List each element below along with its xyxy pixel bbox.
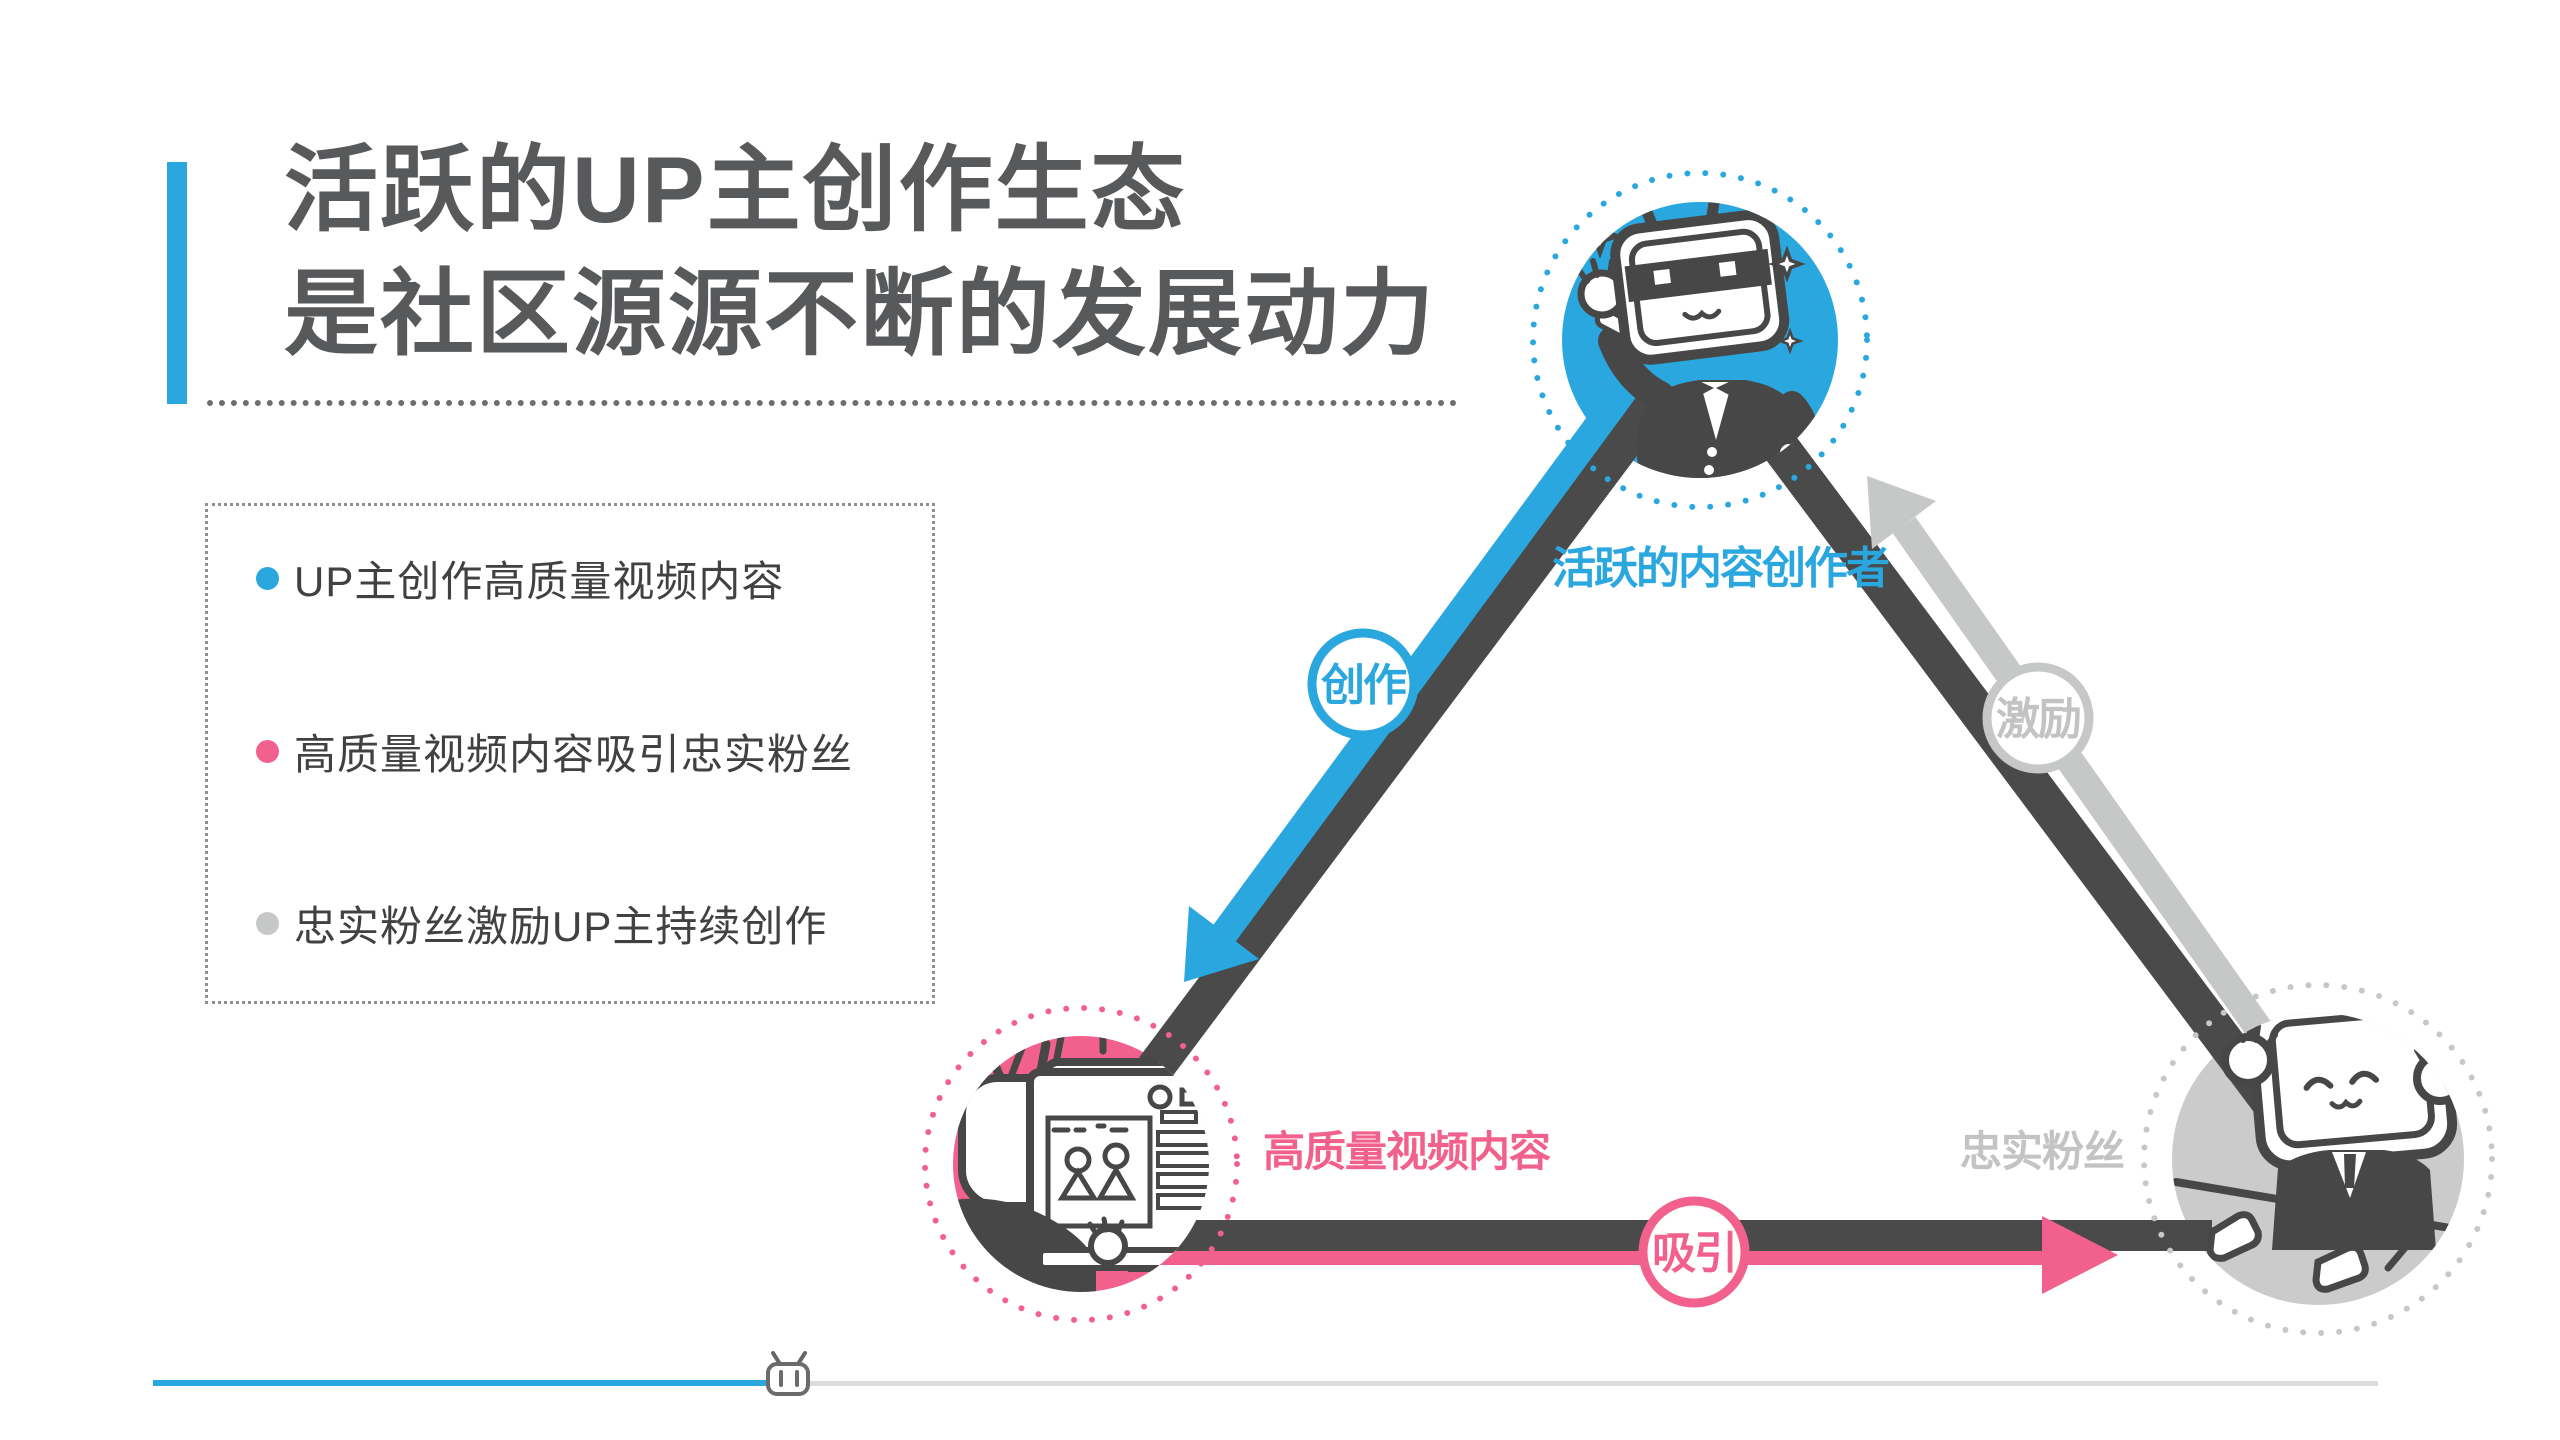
list-item: UP主创作高质量视频内容 bbox=[256, 548, 784, 608]
bullet-label: 忠实粉丝激励UP主持续创作 bbox=[294, 902, 828, 950]
edge-badge-label: 激励 bbox=[1996, 695, 2080, 744]
list-item: 高质量视频内容吸引忠实粉丝 bbox=[256, 721, 853, 781]
bullet-label: 高质量视频内容吸引忠实粉丝 bbox=[294, 730, 854, 778]
node-label-fans: 忠实粉丝 bbox=[1960, 1128, 2125, 1175]
edge-create-arrow bbox=[1124, 373, 1668, 1100]
list-item: 忠实粉丝激励UP主持续创作 bbox=[256, 893, 827, 953]
edge-badge-attract: 吸引 bbox=[1638, 1196, 1750, 1308]
edge-badge-create: 创作 bbox=[1307, 628, 1419, 740]
bullet-dot-icon bbox=[256, 911, 279, 935]
arrowhead-icon bbox=[1867, 476, 1936, 549]
sparkle-icon bbox=[1776, 327, 1804, 355]
progress-track[interactable] bbox=[803, 1381, 2378, 1386]
like-icon bbox=[2312, 1243, 2369, 1293]
fan-mascot-icon bbox=[2172, 1013, 2464, 1293]
edge-badge-label: 创作 bbox=[1321, 661, 1407, 710]
arrowhead-icon bbox=[2042, 1216, 2118, 1294]
arrowhead-icon bbox=[1184, 906, 1259, 982]
dotted-ring bbox=[922, 1005, 1240, 1323]
bullet-dot-icon bbox=[256, 566, 279, 590]
key-points-panel: UP主创作高质量视频内容 高质量视频内容吸引忠实粉丝 忠实粉丝激励UP主持续创作 bbox=[205, 503, 935, 1004]
dotted-ring bbox=[1530, 170, 1870, 510]
page-title-line2: 是社区源源不断的发展动力 bbox=[284, 261, 1437, 366]
page-title: 活跃的UP主创作生态 是社区源源不断的发展动力 bbox=[284, 128, 1436, 376]
progress-bar[interactable] bbox=[153, 1351, 2378, 1396]
edge-badge-label: 吸引 bbox=[1652, 1229, 1736, 1278]
dotted-ring bbox=[2141, 982, 2495, 1336]
page-title-line1: 活跃的UP主创作生态 bbox=[284, 137, 1187, 242]
progress-fill[interactable] bbox=[153, 1380, 775, 1386]
like-icon bbox=[2206, 1211, 2262, 1262]
title-separator bbox=[207, 400, 1457, 406]
title-accent-bar bbox=[167, 162, 187, 404]
edge-badge-motivate: 激励 bbox=[1982, 662, 2094, 774]
sparkle-icon bbox=[1768, 245, 1806, 283]
bullet-label: UP主创作高质量视频内容 bbox=[294, 557, 785, 605]
node-label-creator: 活跃的内容创作者 bbox=[1552, 544, 1890, 593]
bullet-dot-icon bbox=[256, 739, 279, 763]
tv-mascot-slider-thumb[interactable] bbox=[766, 1351, 810, 1396]
node-label-content: 高质量视频内容 bbox=[1263, 1128, 1551, 1175]
